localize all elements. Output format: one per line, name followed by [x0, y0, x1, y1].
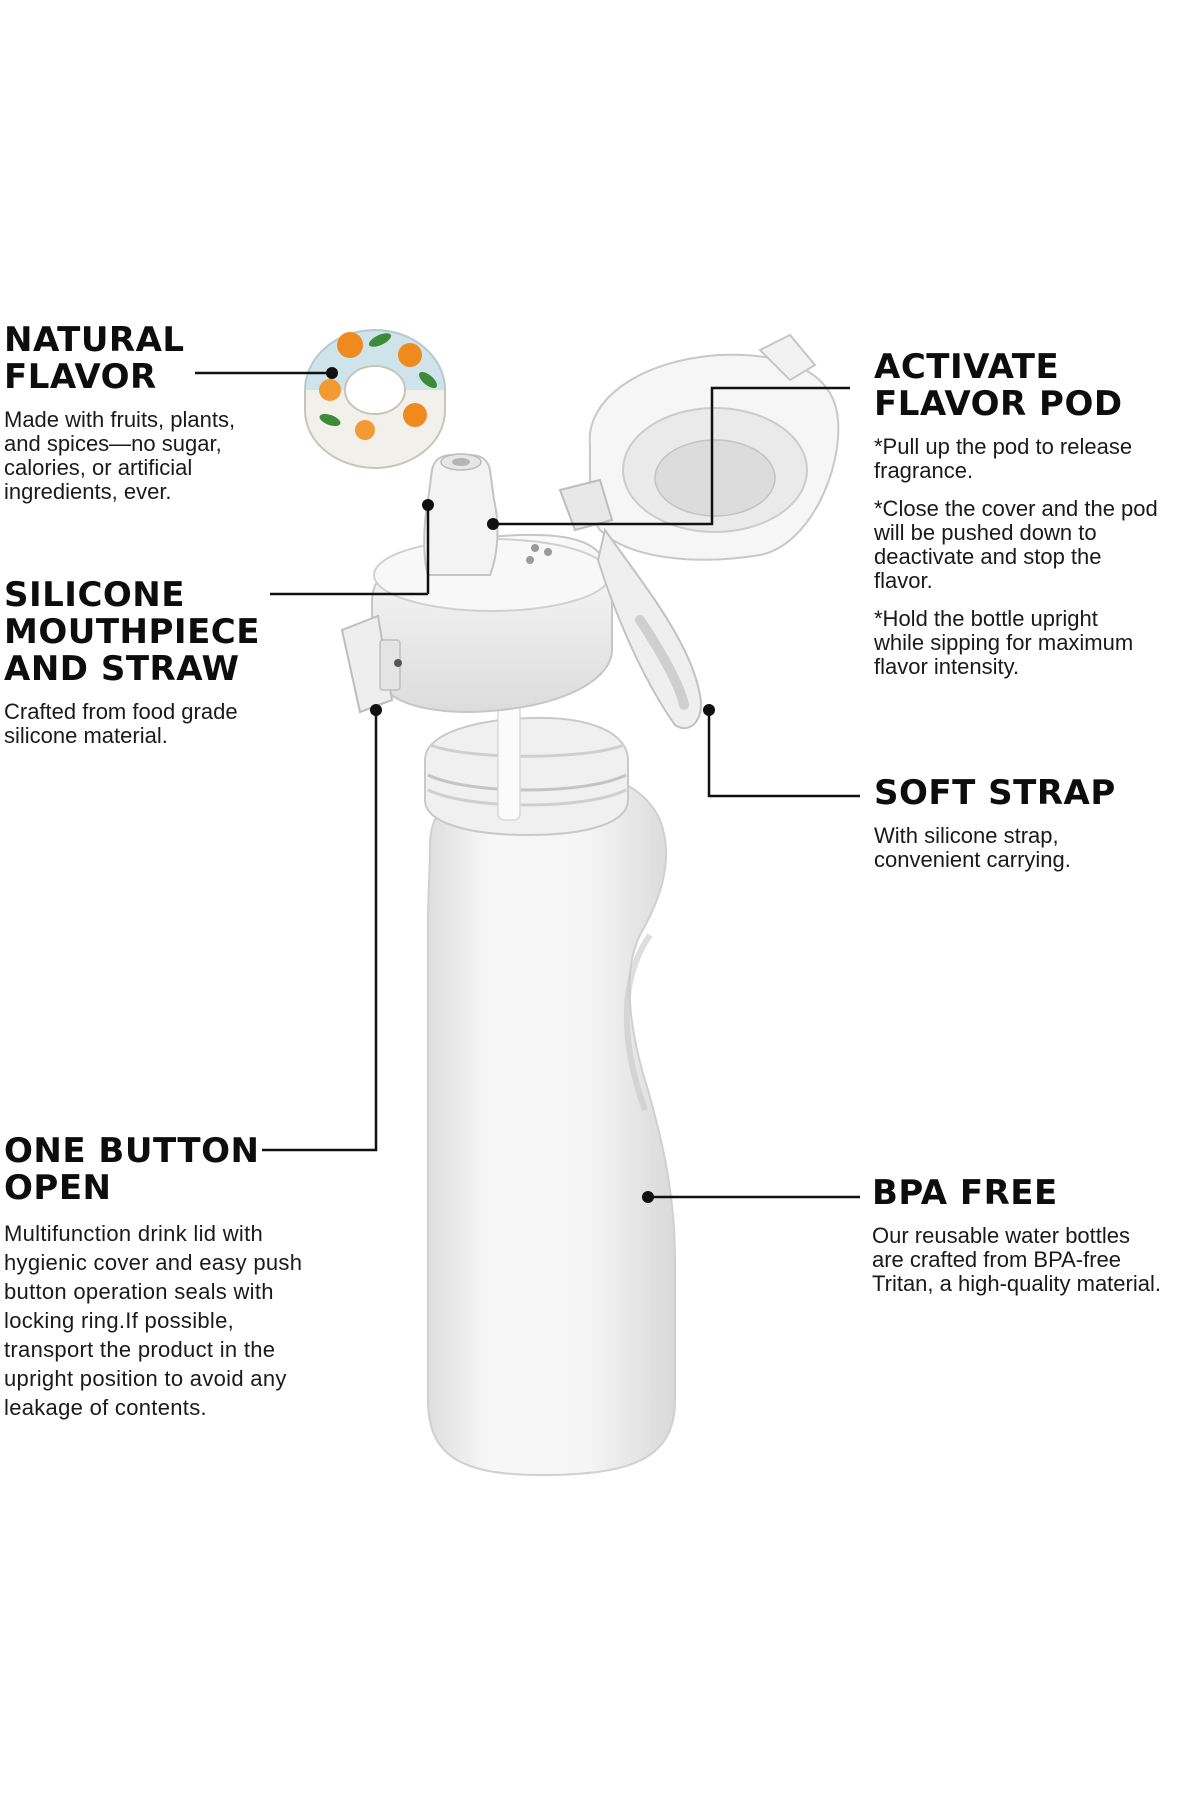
- activate-flavor-pod-paragraph: *Pull up the pod to release fragrance.: [874, 434, 1133, 483]
- soft-strap-body: With silicone strap, convenient carrying…: [874, 823, 1071, 872]
- soft-strap-title: SOFT STRAP: [874, 773, 1116, 813]
- leader-one-button-open: [262, 710, 378, 1152]
- flip-cover-icon: [558, 333, 840, 561]
- water-bottle-body-icon: [424, 699, 676, 1477]
- callout-natural-flavor: NATURAL FLAVOR Made with fruits, plants,…: [4, 322, 294, 504]
- one-button-open-body: Multifunction drink lid with hygienic co…: [4, 1221, 303, 1420]
- activate-flavor-pod-title: ACTIVATE FLAVOR POD: [874, 347, 1123, 424]
- bpa-free-body: Our reusable water bottles are crafted f…: [872, 1223, 1161, 1296]
- mouthpiece-icon: [423, 453, 499, 576]
- flavor-pod-ring-icon: [304, 329, 446, 470]
- leader-dots: [326, 367, 715, 1203]
- callout-activate-flavor-pod: ACTIVATE FLAVOR POD *Pull up the pod to …: [874, 349, 1200, 693]
- silicone-mouthpiece-title: SILICONE MOUTHPIECE AND STRAW: [4, 575, 260, 689]
- leader-lines: [195, 371, 860, 1199]
- soft-strap-icon: [596, 527, 702, 730]
- activate-flavor-pod-paragraph: *Hold the bottle upright while sipping f…: [874, 606, 1134, 679]
- leader-activate-flavor-pod: [493, 386, 850, 526]
- callout-silicone-mouthpiece: SILICONE MOUTHPIECE AND STRAW Crafted fr…: [4, 577, 294, 748]
- natural-flavor-body: Made with fruits, plants, and spices—no …: [4, 407, 236, 504]
- callout-bpa-free: BPA FREE Our reusable water bottles are …: [872, 1175, 1198, 1296]
- callout-soft-strap: SOFT STRAP With silicone strap, convenie…: [874, 775, 1194, 872]
- natural-flavor-title: NATURAL FLAVOR: [4, 320, 185, 397]
- one-button-open-title: ONE BUTTON OPEN: [4, 1131, 260, 1208]
- bpa-free-title: BPA FREE: [872, 1173, 1058, 1213]
- silicone-mouthpiece-body: Crafted from food grade silicone materia…: [4, 699, 238, 748]
- leader-soft-strap: [707, 710, 860, 798]
- callout-one-button-open: ONE BUTTON OPEN Multifunction drink lid …: [4, 1133, 374, 1422]
- activate-flavor-pod-paragraph: *Close the cover and the pod will be pus…: [874, 496, 1158, 593]
